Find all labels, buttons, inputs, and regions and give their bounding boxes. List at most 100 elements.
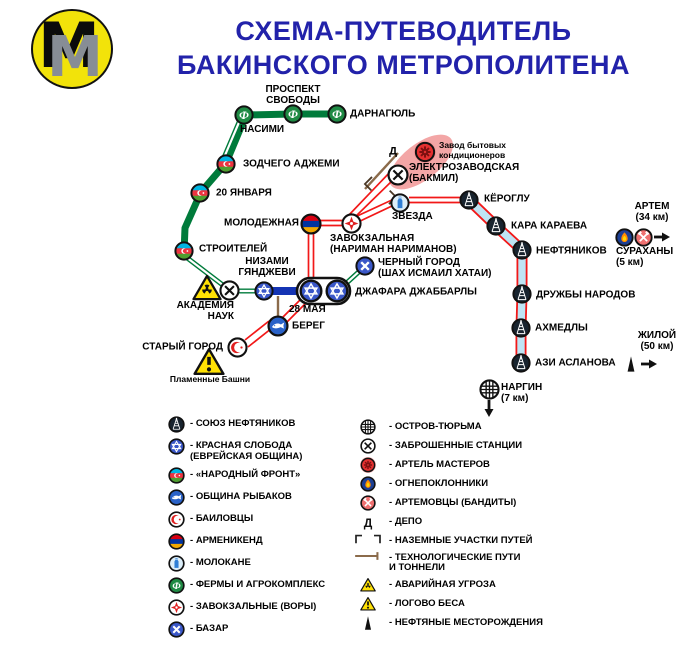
label-zavod-kondicionerov: Завод бытовых кондиционеров: [439, 140, 506, 160]
azflag-icon: [166, 467, 186, 484]
derrick-icon: [166, 416, 186, 433]
label-druzhby-narodov: ДРУЖБЫ НАРОДОВ: [536, 289, 636, 301]
legend-item: КРАСНАЯ СЛОБОДА (ЕВРЕЙСКАЯ ОБЩИНА): [166, 438, 325, 462]
legend-item-label: ОСТРОВ-ТЮРЬМА: [389, 419, 482, 433]
legend-item: АРТЕЛЬ МАСТЕРОВ: [351, 457, 543, 473]
svg-text:M: M: [38, 9, 100, 82]
label-neftyanikov: НЕФТЯНИКОВ: [536, 245, 607, 257]
label-akademiya-nauk: АКАДЕМИЯ НАУК: [176, 300, 234, 322]
baku-metro-logo: M M: [31, 9, 113, 89]
station-molodezhnaya: [300, 213, 322, 235]
legend-item-label: ТЕХНОЛОГИЧЕСКИЕ ПУТИ И ТОННЕЛИ: [389, 550, 520, 574]
legend-item: НАЗЕМНЫЕ УЧАСТКИ ПУТЕЙ: [351, 533, 543, 547]
title-line1: СХЕМА-ПУТЕВОДИТЕЛЬ: [235, 16, 572, 46]
legend-item-label: ДЕПО: [389, 514, 422, 528]
marker-nargin: [478, 378, 500, 400]
title-line2: БАКИНСКОГО МЕТРОПОЛИТЕНА: [177, 50, 630, 80]
legend-item-label: НЕФТЯНЫЕ МЕСТОРОЖДЕНИЯ: [389, 615, 543, 629]
label-stary-gorod: СТАРЫЙ ГОРОД: [142, 341, 223, 353]
label-nasimi: НАСИМИ: [240, 124, 285, 135]
warn-trefoil-icon: [351, 577, 385, 593]
legend-item: АВАРИЙНАЯ УГРОЗА: [351, 577, 543, 593]
line-red-zvezda-keroglu: [409, 196, 461, 204]
legend-item: АРТЕМОВЦЫ (БАНДИТЫ): [351, 495, 543, 511]
line-red-28maya-bereg: [281, 297, 308, 323]
station-cherny-gorod: [355, 256, 375, 276]
label-molodezhnaya: МОЛОДЕЖНАЯ: [224, 217, 299, 229]
station-nasimi: Ф: [234, 105, 254, 125]
label-darnagyul: ДАРНАГЮЛЬ: [350, 108, 416, 120]
legend-item: НЕФТЯНЫЕ МЕСТОРОЖДЕНИЯ: [351, 615, 543, 631]
zhiloy-label: ЖИЛОЙ (50 км): [637, 330, 677, 352]
svg-text:Ф: Ф: [288, 109, 298, 121]
legend-item-label: ЗАВОКЗАЛЬНЫЕ (ВОРЫ): [190, 599, 317, 613]
flame-towers-label: Пламенные Башни: [169, 374, 251, 384]
marker-surakhany-fire: [614, 227, 634, 247]
decor-artem-arrow: [654, 232, 670, 242]
thieves-icon: [166, 599, 186, 616]
label-dzhafara-dzhabbarly: ДЖАФАРА ДЖАББАРЛЫ: [355, 286, 477, 298]
fish-icon: [166, 489, 186, 506]
station-akhmedly: [511, 318, 531, 338]
label-zavokzalnaya: ЗАВОКЗАЛЬНАЯ (НАРИМАН НАРИМАНОВ): [330, 233, 457, 255]
label-keroglu: КЁРОГЛУ: [484, 193, 530, 205]
decor-surface-mark-1: [363, 176, 373, 192]
label-20-yanvarya: 20 ЯНВАРЯ: [216, 187, 272, 199]
artem-label: АРТЕМ (34 км): [634, 201, 670, 223]
station-28-maya: [299, 279, 323, 303]
david-icon: [166, 438, 186, 455]
legend-item: АРМЕНИКЕНД: [166, 533, 325, 550]
legend-item: ЛОГОВО БЕСА: [351, 596, 543, 612]
legend-item: МОЛОКАНЕ: [166, 555, 325, 572]
station-elektrozavodskaya: [387, 164, 409, 186]
legend-column-left: СОЮЗ НЕФТЯНИКОВКРАСНАЯ СЛОБОДА (ЕВРЕЙСКА…: [166, 416, 325, 643]
legend-item: ОГНЕПОКЛОННИКИ: [351, 476, 543, 492]
marker-surakhany-bandits: [633, 227, 653, 247]
gear-icon: [351, 457, 385, 473]
station-zavokzalnaya: [340, 212, 362, 234]
svg-text:Ф: Ф: [332, 109, 342, 121]
legend-item-label: КРАСНАЯ СЛОБОДА (ЕВРЕЙСКАЯ ОБЩИНА): [190, 438, 302, 462]
label-nargin: НАРГИН (7 км): [501, 382, 543, 404]
station-zodchego-adzhemi: [216, 154, 236, 174]
legend-item-label: ЗАБРОШЕННЫЕ СТАНЦИИ: [389, 438, 522, 452]
station-20-yanvarya: [190, 183, 210, 203]
crescent-icon: [166, 511, 186, 528]
legend-item-label: ФЕРМЫ И АГРОКОМПЛЕКС: [190, 577, 325, 591]
station-neftyanikov: [512, 240, 532, 260]
depot-letter: Д: [389, 145, 397, 158]
label-cherny-gorod: ЧЕРНЫЙ ГОРОД (ШАХ ИСМАИЛ ХАТАИ): [378, 257, 492, 279]
line-brown-depot-track: [364, 152, 399, 190]
legend-item-label: ОГНЕПОКЛОННИКИ: [389, 476, 488, 490]
station-kara-karaeva: [486, 216, 506, 236]
line-red-zavokzalnaya-elektrozavodskaya: [347, 169, 398, 220]
line-red-zavokzalnaya-zvezda: [354, 198, 395, 224]
line-red-bereg-starygorod: [244, 320, 273, 348]
station-zvezda: [390, 193, 410, 213]
marker-zhiloy-oilfield: [622, 355, 640, 373]
bandit-icon: [351, 495, 385, 511]
legend-item-label: БАЗАР: [190, 621, 228, 635]
legend-item: ОСТРОВ-ТЮРЬМА: [351, 419, 543, 435]
station-azi-aslanova: [511, 353, 531, 373]
label-elektrozavodskaya: ЭЛЕКТРОЗАВОДСКАЯ (БАКМИЛ): [409, 162, 520, 184]
flame-icon: [351, 476, 385, 492]
station-stary-gorod: [226, 336, 248, 358]
brackets-icon: [351, 533, 385, 545]
depo-icon: Д: [351, 514, 385, 530]
legend-item: Д ДЕПО: [351, 514, 543, 530]
station-dzhafara-dzhabbarly: [325, 279, 349, 303]
legend-item: ЗАБРОШЕННЫЕ СТАНЦИИ: [351, 438, 543, 454]
legend-item: ТЕХНОЛОГИЧЕСКИЕ ПУТИ И ТОННЕЛИ: [351, 550, 543, 574]
station-nizami-gyandzhevi: [254, 281, 274, 301]
station-bereg: [267, 315, 289, 337]
marker-hazard-akademiya: [192, 273, 222, 303]
legend-item: БАИЛОВЦЫ: [166, 511, 325, 528]
label-kara-karaeva: КАРА КАРАЕВА: [511, 220, 588, 232]
legend-item-label: АРТЕМОВЦЫ (БАНДИТЫ): [389, 495, 516, 509]
legend-item: ОБЩИНА РЫБАКОВ: [166, 489, 325, 506]
line-green-nasimi-branch: [220, 119, 243, 161]
abandoned-icon: [351, 438, 385, 454]
